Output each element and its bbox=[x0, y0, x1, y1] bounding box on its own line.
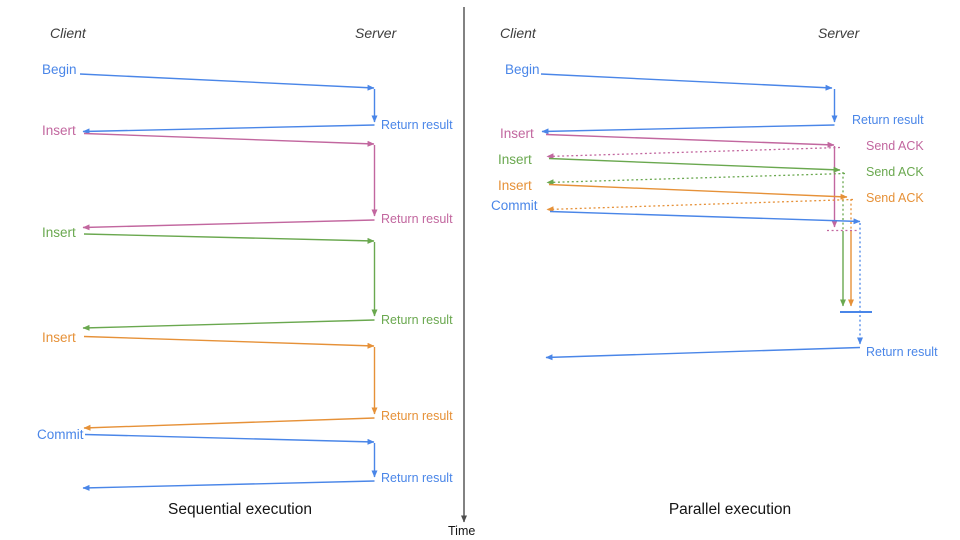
seq-insert3-response-arrow bbox=[83, 417, 375, 431]
seq-insert3-return-result-label: Return result bbox=[381, 409, 453, 423]
par-commit-return-result-label: Return result bbox=[866, 345, 938, 359]
par-commit-label: Commit bbox=[491, 198, 538, 213]
par-insert1-label: Insert bbox=[500, 126, 534, 141]
par-begin-label: Begin bbox=[505, 62, 540, 77]
seq-begin-label: Begin bbox=[42, 62, 77, 77]
seq-insert3-label: Insert bbox=[42, 330, 76, 345]
par-commit-request-arrow bbox=[549, 210, 861, 225]
sequential-panel-title: Sequential execution bbox=[168, 501, 312, 518]
time-axis-label: Time bbox=[448, 524, 476, 538]
par-insert1-request-arrow bbox=[545, 133, 835, 148]
seq-insert1-return-result-label: Return result bbox=[381, 212, 453, 226]
seq-insert1-label: Insert bbox=[42, 123, 76, 138]
parallel-panel-title: Parallel execution bbox=[668, 501, 792, 518]
par-insert2-send-ack-label: Send ACK bbox=[866, 165, 924, 179]
par-insert3-ack-dotted-arrow bbox=[546, 198, 854, 213]
seq-begin-request-arrow bbox=[79, 73, 375, 91]
seq-insert2-return-result-label: Return result bbox=[381, 313, 453, 327]
seq-begin-return-result-label: Return result bbox=[381, 118, 453, 132]
seq-server-lifeline-label: Server bbox=[355, 25, 397, 41]
sequential-panel-lines bbox=[79, 73, 378, 491]
seq-insert1-request-arrow bbox=[83, 132, 375, 147]
seq-begin-response-arrow bbox=[82, 124, 375, 135]
seq-client-lifeline-label: Client bbox=[50, 25, 86, 41]
par-insert1-send-ack-label: Send ACK bbox=[866, 139, 924, 153]
seq-insert3-request-arrow bbox=[83, 335, 375, 349]
par-begin-return-result-label: Return result bbox=[852, 113, 924, 127]
par-insert3-send-ack-label: Send ACK bbox=[866, 191, 924, 205]
par-insert3-request-arrow bbox=[548, 183, 848, 200]
seq-insert2-label: Insert bbox=[42, 225, 76, 240]
par-insert2-label: Insert bbox=[498, 152, 532, 167]
par-insert2-ack-dotted-arrow bbox=[546, 172, 846, 186]
parallel-panel-lines bbox=[540, 73, 872, 361]
par-commit-response-arrow bbox=[545, 346, 861, 361]
seq-insert1-response-arrow bbox=[82, 219, 375, 231]
seq-commit-request-arrow bbox=[84, 433, 375, 445]
par-insert1-ack-dotted-arrow bbox=[546, 146, 841, 160]
par-insert2-request-arrow bbox=[548, 157, 841, 173]
seq-commit-return-result-label: Return result bbox=[381, 471, 453, 485]
seq-insert2-request-arrow bbox=[83, 233, 375, 244]
seq-commit-label: Commit bbox=[37, 427, 84, 442]
par-begin-request-arrow bbox=[540, 73, 833, 91]
seq-insert2-response-arrow bbox=[82, 319, 375, 331]
par-insert3-label: Insert bbox=[498, 178, 532, 193]
par-client-lifeline-label: Client bbox=[500, 25, 536, 41]
seq-commit-response-arrow bbox=[82, 480, 375, 491]
par-server-lifeline-label: Server bbox=[818, 25, 860, 41]
par-begin-response-arrow bbox=[541, 124, 835, 135]
